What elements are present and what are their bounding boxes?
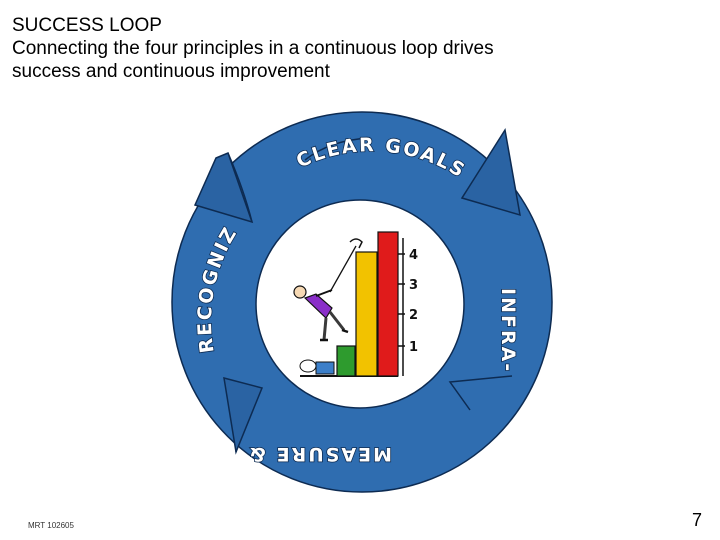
climber-head [293, 285, 307, 299]
level-4: 4 [409, 248, 418, 263]
page-number: 7 [691, 510, 702, 530]
arrowhead-left [193, 152, 254, 224]
label-recognize: RECOGNIZE [0, 0, 242, 354]
title-heading: SUCCESS LOOP [12, 15, 162, 36]
label-measure: MEASURE & [248, 443, 393, 465]
toolbox [315, 361, 335, 375]
rope [329, 245, 357, 293]
slide-title: SUCCESS LOOP Connecting the four princip… [12, 14, 702, 83]
footer-code: MRT 102605 [28, 521, 74, 530]
helmet [299, 359, 317, 373]
climber-body [303, 293, 333, 319]
label-infra: INFRA- [497, 288, 519, 373]
level-2: 2 [409, 308, 418, 323]
level-1: 1 [409, 340, 418, 355]
bar-green [336, 345, 356, 377]
arrowhead-bottom-left [223, 376, 264, 455]
climber-illustration: 4 3 2 1 [293, 231, 418, 377]
climber-legs [322, 311, 346, 341]
bar-red [377, 231, 399, 377]
arrowhead-top-right [460, 127, 521, 217]
climber-arm [315, 289, 333, 297]
title-subline-1: Connecting the four principles in a cont… [12, 38, 494, 59]
grapple-hook-icon [349, 238, 363, 249]
title-subline-2: success and continuous improvement [12, 61, 330, 82]
bar-yellow [355, 251, 378, 377]
climber-feet [320, 328, 349, 342]
level-3: 3 [409, 278, 418, 293]
